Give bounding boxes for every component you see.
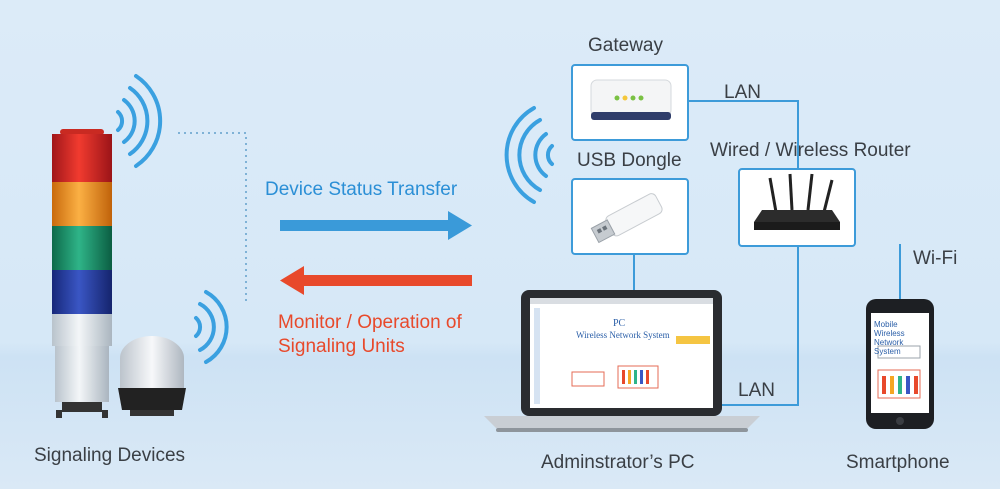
label-admin-pc: Adminstrator’s PC: [541, 452, 695, 473]
signal-wave-icon: [116, 74, 163, 168]
signal-wave-icon: [504, 106, 554, 204]
label-device-status-transfer: Device Status Transfer: [265, 179, 458, 200]
laptop-screen-title: Wireless Network System: [576, 330, 670, 340]
laptop-screen-pc-label: PC: [613, 318, 626, 329]
lan-line-gateway-router: [688, 100, 799, 168]
label-signaling-devices: Signaling Devices: [34, 445, 186, 466]
label-smartphone: Smartphone: [846, 452, 950, 473]
label-lan-top: LAN: [724, 82, 761, 103]
router-box: [738, 168, 856, 247]
gateway-box: [571, 64, 689, 141]
router-icon: [754, 173, 840, 230]
gateway-device-icon: [590, 79, 672, 120]
signal-dotted-line: [178, 132, 247, 302]
label-signaling-units: Signaling Units: [278, 336, 405, 357]
label-wifi: Wi-Fi: [913, 248, 958, 269]
label-gateway: Gateway: [588, 35, 663, 56]
label-lan-bottom: LAN: [738, 380, 775, 401]
usb-dongle-box: [571, 178, 689, 255]
arrow-right: [280, 211, 472, 240]
signal-wave-icon: [194, 290, 229, 364]
phone-screen-title: Mobile Wireless Network System: [874, 320, 905, 356]
arrow-left: [280, 266, 472, 295]
label-router: Wired / Wireless Router: [710, 140, 911, 161]
usb-dongle-icon: [590, 193, 663, 244]
label-usb-dongle: USB Dongle: [577, 150, 682, 171]
label-monitor-operation: Monitor / Operation of: [278, 312, 462, 333]
lan-line-router-laptop: [722, 244, 799, 406]
